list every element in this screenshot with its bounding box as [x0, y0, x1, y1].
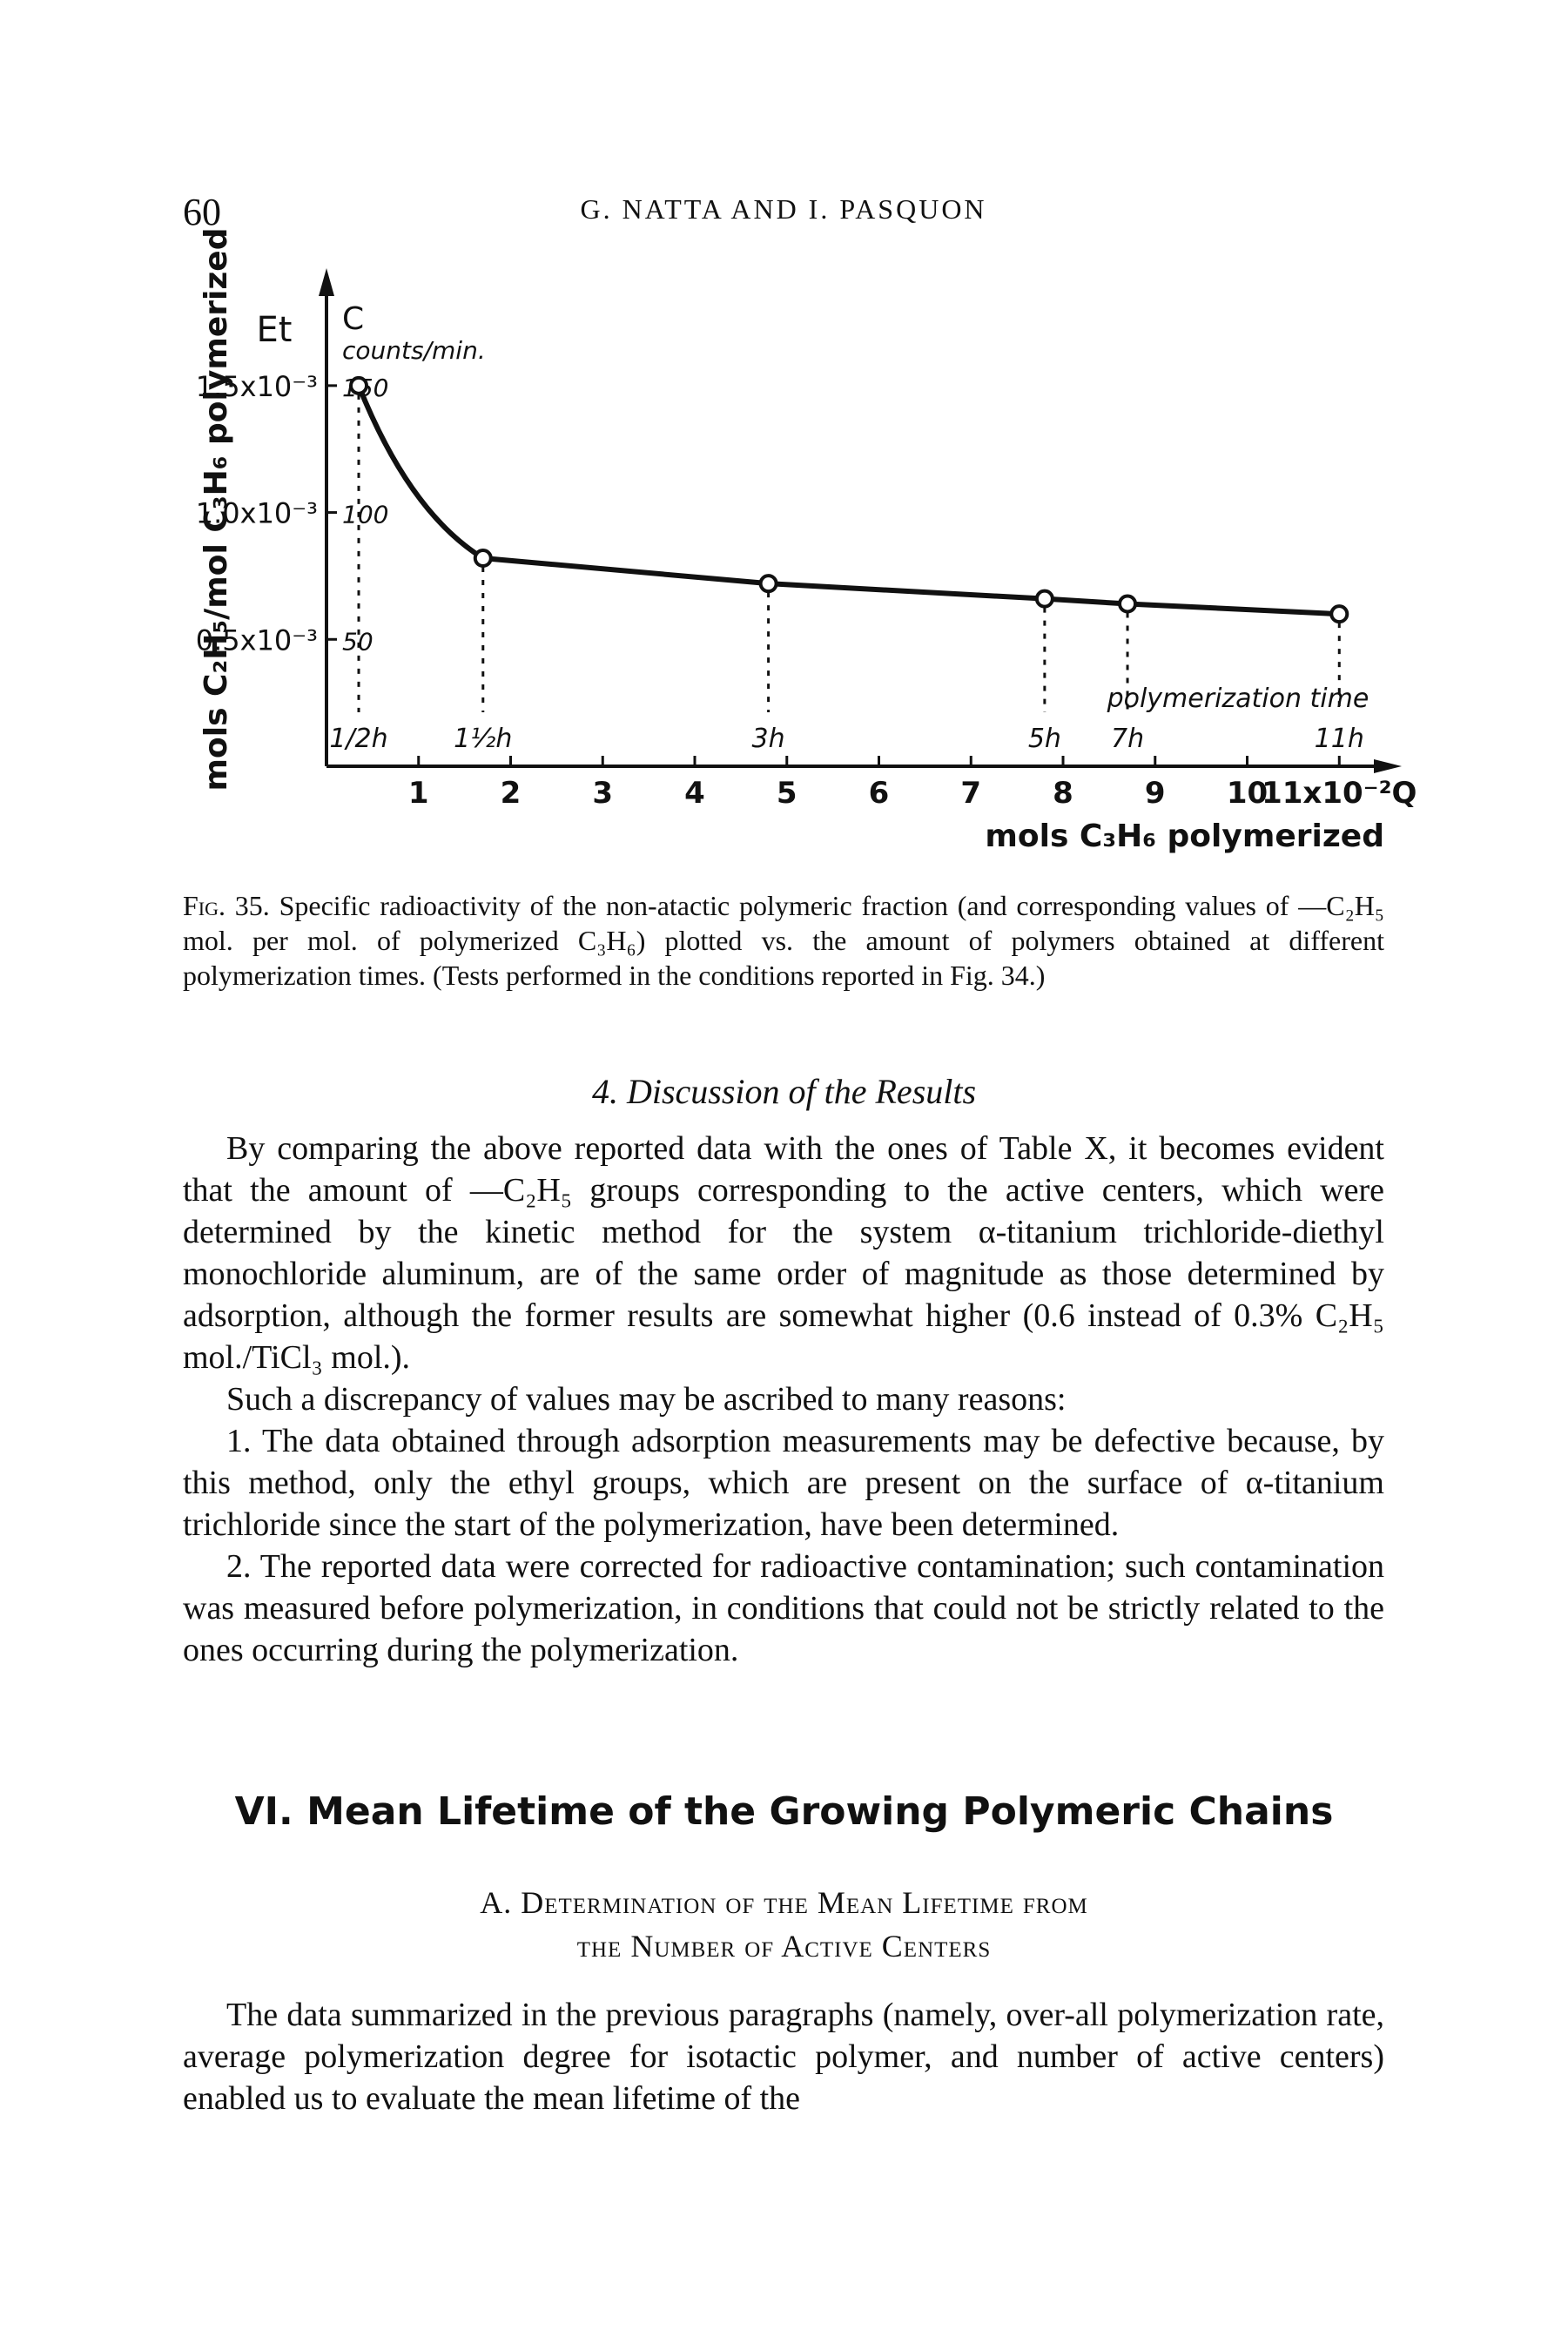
time-label: 5h — [1028, 724, 1061, 754]
time-label: 3h — [752, 724, 785, 754]
caption-label: Fig. 35. — [183, 890, 270, 921]
x-tick-label: 1 — [408, 776, 429, 811]
time-axis-label: polymerization time — [1107, 684, 1369, 714]
y-axis-arrow — [319, 268, 334, 296]
y-axis-unit-right: counts/min. — [342, 336, 486, 365]
paragraph: Such a discrepancy of values may be ascr… — [226, 1381, 1067, 1418]
discussion-body: By comparing the above reported data wit… — [183, 1128, 1384, 1671]
time-label: 11h — [1315, 724, 1364, 754]
section-heading-vi: VI. Mean Lifetime of the Growing Polymer… — [234, 1789, 1334, 1834]
paragraph: The data summarized in the previous para… — [183, 1997, 1384, 2117]
time-label: 7h — [1111, 724, 1144, 754]
data-point — [758, 574, 778, 594]
y-axis-symbol-left: Et — [257, 310, 293, 350]
section-heading-discussion: 4. Discussion of the Results — [591, 1072, 977, 1111]
time-label: 1½h — [454, 724, 512, 754]
y-axis-title-left: mols C₂H₅/mol C₃H₆ polymerized — [199, 228, 234, 792]
time-label: 1/2h — [329, 724, 387, 754]
paragraph: By comparing the above reported data wit… — [183, 1130, 1384, 1376]
lifetime-body: The data summarized in the previous para… — [183, 1994, 1384, 2119]
data-point — [473, 549, 493, 569]
subsection-heading-line1: A. Determination of the Mean Lifetime fr… — [480, 1885, 1088, 1920]
x-tick-label: 7 — [960, 776, 981, 811]
x-tick-label: 6 — [869, 776, 890, 811]
running-title: G. NATTA AND I. PASQUON — [580, 193, 987, 225]
x-tick-label: 10 — [1227, 776, 1268, 811]
x-tick-label: 5 — [777, 776, 797, 811]
y-tick-label-left: 1.0x10⁻³ — [196, 497, 318, 530]
y-axis-symbol-right: C — [342, 301, 364, 337]
x-tick-label: 2 — [501, 776, 522, 811]
figure-caption: Fig. 35. Specific radioactivity of the n… — [183, 888, 1384, 993]
page-number: 60 — [183, 191, 221, 233]
x-tick-label: 4 — [684, 776, 705, 811]
subsection-heading-line2: the Number of Active Centers — [576, 1929, 992, 1964]
x-tick-label: 3 — [592, 776, 613, 811]
x-tick-label: 8 — [1053, 776, 1073, 811]
data-point — [349, 375, 369, 395]
x-axis-title: mols C₃H₆ polymerized — [985, 818, 1384, 854]
series-curve — [356, 384, 1340, 617]
x-axis-arrow — [1374, 759, 1402, 773]
data-point — [1329, 604, 1349, 624]
y-tick-label-left: 1.5x10⁻³ — [196, 370, 318, 403]
y-tick-label-left: 0.5x10⁻³ — [196, 623, 318, 657]
y-tick-label-right: 100 — [342, 501, 388, 529]
paragraph: 2. The reported data were corrected for … — [183, 1548, 1384, 1668]
paragraph: 1. The data obtained through adsorption … — [183, 1423, 1384, 1543]
data-point — [1034, 589, 1054, 609]
caption-text: Specific radioactivity of the non-atacti… — [183, 890, 1384, 991]
data-point — [1118, 594, 1138, 614]
x-tick-label: 11x10⁻²Q — [1262, 776, 1417, 811]
x-tick-label: 9 — [1145, 776, 1166, 811]
running-head: 60 G. NATTA AND I. PASQUON — [183, 190, 1384, 242]
